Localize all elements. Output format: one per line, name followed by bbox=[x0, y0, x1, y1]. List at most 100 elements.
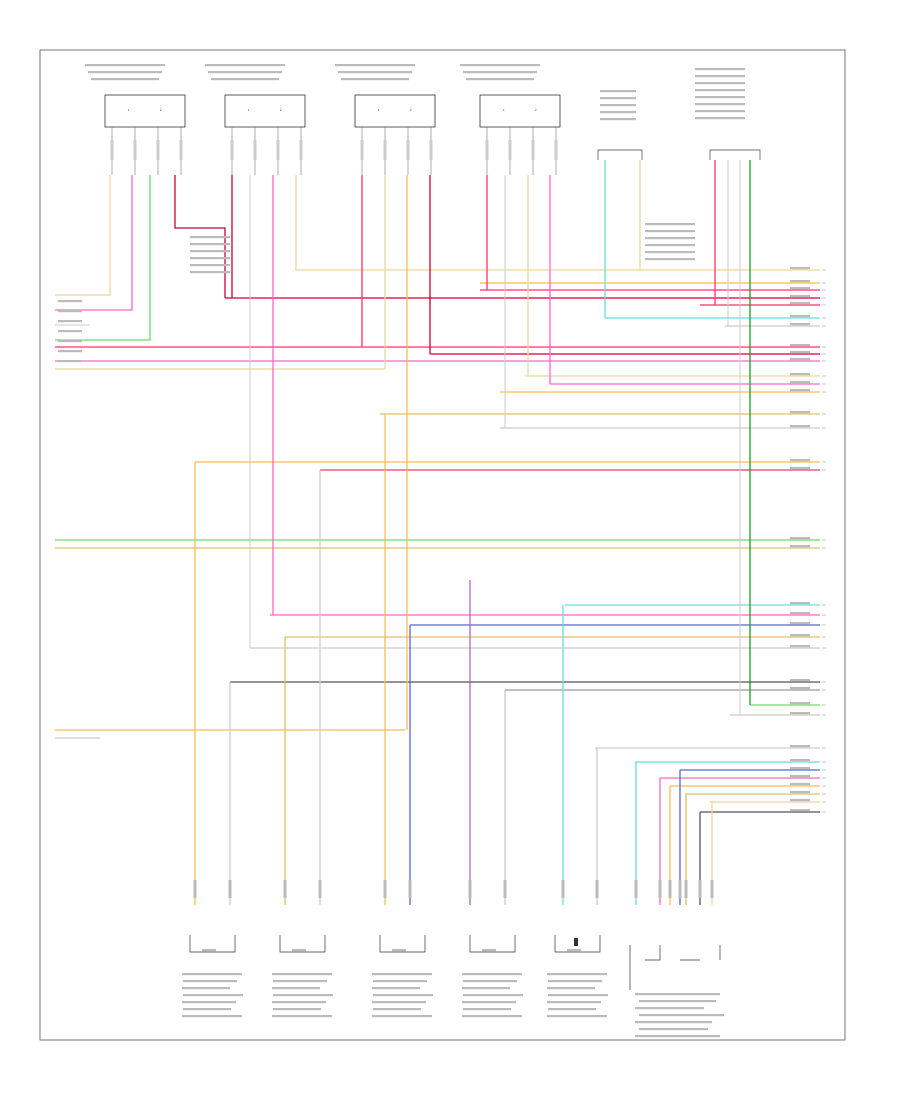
sensor-label-bar bbox=[462, 1015, 522, 1018]
pin-label bbox=[678, 880, 682, 898]
wire-color-label bbox=[790, 381, 810, 384]
pin-label bbox=[156, 140, 160, 160]
wire-color-label bbox=[790, 302, 810, 305]
pin-label bbox=[710, 880, 714, 898]
left-wire-label bbox=[58, 340, 82, 343]
wire-color-label bbox=[790, 351, 810, 354]
component-label-bar bbox=[600, 111, 636, 114]
component-label-bar bbox=[205, 64, 285, 67]
wire-color-label bbox=[790, 634, 810, 637]
component-label-bar bbox=[600, 104, 636, 107]
right-top-sensor bbox=[597, 90, 643, 160]
sensor-housing bbox=[597, 149, 643, 160]
sensor-label-bar bbox=[373, 980, 427, 983]
sensor-label-bar bbox=[462, 987, 510, 990]
left-wire-label bbox=[58, 350, 82, 353]
sensor-label-bar bbox=[273, 994, 333, 997]
pin-label bbox=[179, 140, 183, 160]
connector-housing bbox=[224, 94, 306, 128]
sensor-label-bar bbox=[547, 987, 595, 990]
connector-legend-bar bbox=[645, 230, 695, 233]
bottom-sensor-5 bbox=[547, 935, 608, 1018]
component-label-bar bbox=[600, 97, 636, 100]
sensor-label-bar bbox=[272, 1015, 332, 1018]
pin-label bbox=[110, 140, 114, 160]
wire-color-label bbox=[790, 537, 810, 540]
pin-label bbox=[230, 140, 234, 160]
component-label-bar bbox=[335, 64, 415, 67]
sensor-connector-label bbox=[292, 949, 306, 952]
sensor-label-bar bbox=[182, 1015, 242, 1018]
wire-color-label bbox=[790, 373, 810, 376]
component-label-bar bbox=[460, 64, 540, 67]
wire-color-label bbox=[790, 459, 810, 462]
connector-pin-mark: ¹ bbox=[248, 108, 250, 113]
pin-label bbox=[698, 880, 702, 898]
ground-symbol bbox=[574, 938, 578, 946]
module-label-bar bbox=[635, 993, 720, 996]
wire-c1-p2 bbox=[55, 175, 133, 311]
connector-legend-bar bbox=[645, 258, 695, 261]
pin-label bbox=[468, 880, 472, 898]
component-label-bar bbox=[211, 78, 279, 81]
sensor-label-bar bbox=[272, 987, 320, 990]
pin-label bbox=[228, 880, 232, 898]
wire-color-label bbox=[790, 679, 810, 682]
component-label-bar bbox=[695, 110, 745, 113]
connector-pin-mark: ² bbox=[280, 108, 282, 113]
wire-color-label bbox=[790, 280, 810, 283]
bottom-module bbox=[574, 938, 724, 1038]
sensor-label-bar bbox=[372, 1001, 426, 1004]
sensor-label-bar bbox=[273, 980, 327, 983]
module-label-bar bbox=[635, 1021, 712, 1024]
wire-color-label bbox=[790, 411, 810, 414]
wire-color-label bbox=[790, 358, 810, 361]
sensor-label-bar bbox=[182, 987, 230, 990]
sensor-label-bar bbox=[548, 994, 608, 997]
wire-color-label bbox=[790, 687, 810, 690]
module-label-bar bbox=[635, 1035, 720, 1038]
sensor-label-bar bbox=[373, 1008, 421, 1011]
connector-legend-bar bbox=[645, 244, 695, 247]
sensor-label-bar bbox=[183, 1008, 231, 1011]
pin-label bbox=[360, 140, 364, 160]
sensor-label-bar bbox=[462, 1001, 516, 1004]
wire-c1-p1 bbox=[55, 175, 111, 296]
sensor-label-bar bbox=[272, 1001, 326, 1004]
sensor-connector bbox=[554, 935, 601, 953]
sensor-label-bar bbox=[547, 973, 607, 976]
wire-color-label bbox=[790, 467, 810, 470]
connector-legend-bar bbox=[190, 250, 230, 253]
sensor-connector-label bbox=[567, 949, 581, 952]
pin-label bbox=[318, 880, 322, 898]
connector-housing bbox=[479, 94, 561, 128]
sensor-label-bar bbox=[372, 1015, 432, 1018]
component-label-bar bbox=[463, 71, 537, 74]
connector-pin-mark: ² bbox=[410, 108, 412, 113]
sensor-label-bar bbox=[548, 980, 602, 983]
wire-color-label bbox=[790, 545, 810, 548]
bottom-sensor-4 bbox=[462, 935, 523, 1018]
connector-legend-bar bbox=[190, 257, 230, 260]
connector-legend-bar bbox=[190, 271, 230, 274]
wires-layer bbox=[55, 160, 820, 905]
module-label-bar bbox=[639, 1028, 708, 1031]
sensor-label-bar bbox=[547, 1015, 607, 1018]
pin-label bbox=[253, 140, 257, 160]
component-label-bar bbox=[695, 89, 745, 92]
connector-housing bbox=[104, 94, 186, 128]
sensor-label-bar bbox=[183, 994, 243, 997]
sensor-label-bar bbox=[463, 980, 517, 983]
sensor-label-bar bbox=[462, 973, 522, 976]
sensor-connector bbox=[279, 935, 326, 953]
wire-color-label bbox=[790, 389, 810, 392]
pin-label bbox=[485, 140, 489, 160]
connector-legend-bar bbox=[190, 243, 230, 246]
wire-color-label bbox=[790, 287, 810, 290]
sensor-connector bbox=[189, 935, 236, 953]
connector-legend-bar bbox=[645, 237, 695, 240]
